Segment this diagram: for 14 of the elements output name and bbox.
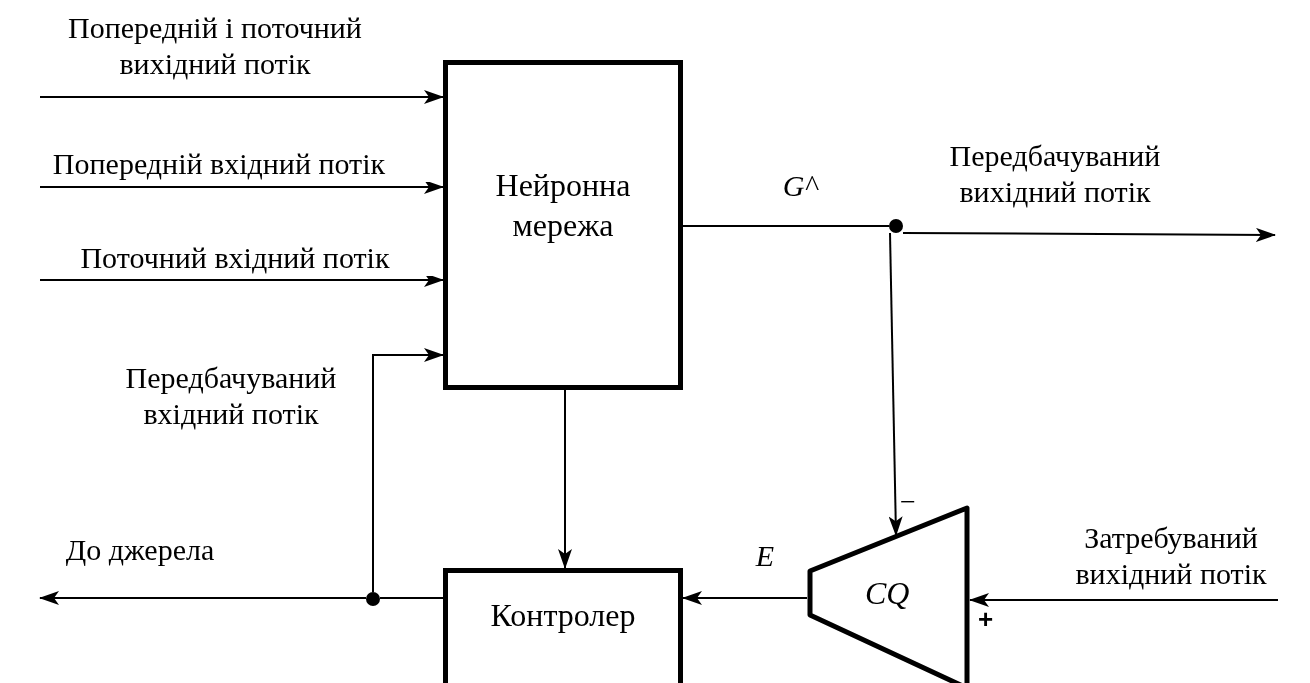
arrow [969,593,1279,607]
process-box: Контролер [443,568,683,683]
arrow [39,591,367,605]
arrow [902,227,1276,242]
arrow [39,180,444,194]
comparator-label: CQ [865,577,910,609]
sign-label: + [978,606,994,632]
arrow [558,389,572,569]
sign-label: − [900,488,916,516]
process-box: Нейронна мережа [443,60,683,390]
arrow [372,348,444,593]
arrow [682,591,808,605]
comparator-trapezoid [807,505,970,683]
arrow [39,90,444,104]
